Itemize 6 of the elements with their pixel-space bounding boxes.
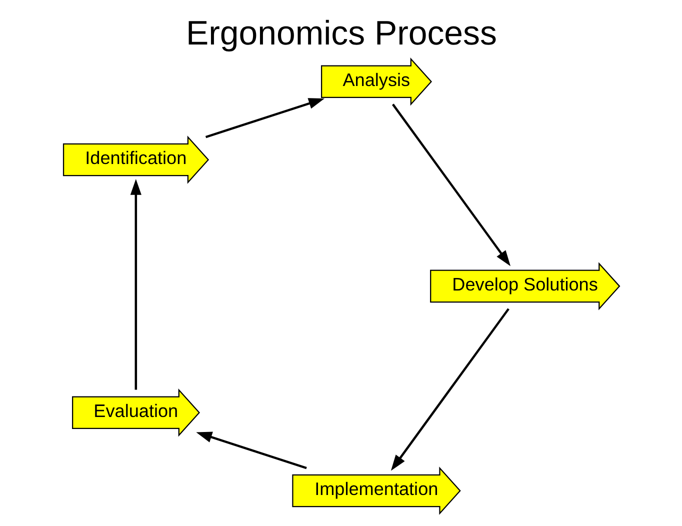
arrow [391,104,510,266]
diagram-title: Ergonomics Process [186,14,496,52]
arrow [130,178,141,390]
arrow [204,98,324,138]
arrow [196,432,306,470]
arrow [390,308,509,471]
